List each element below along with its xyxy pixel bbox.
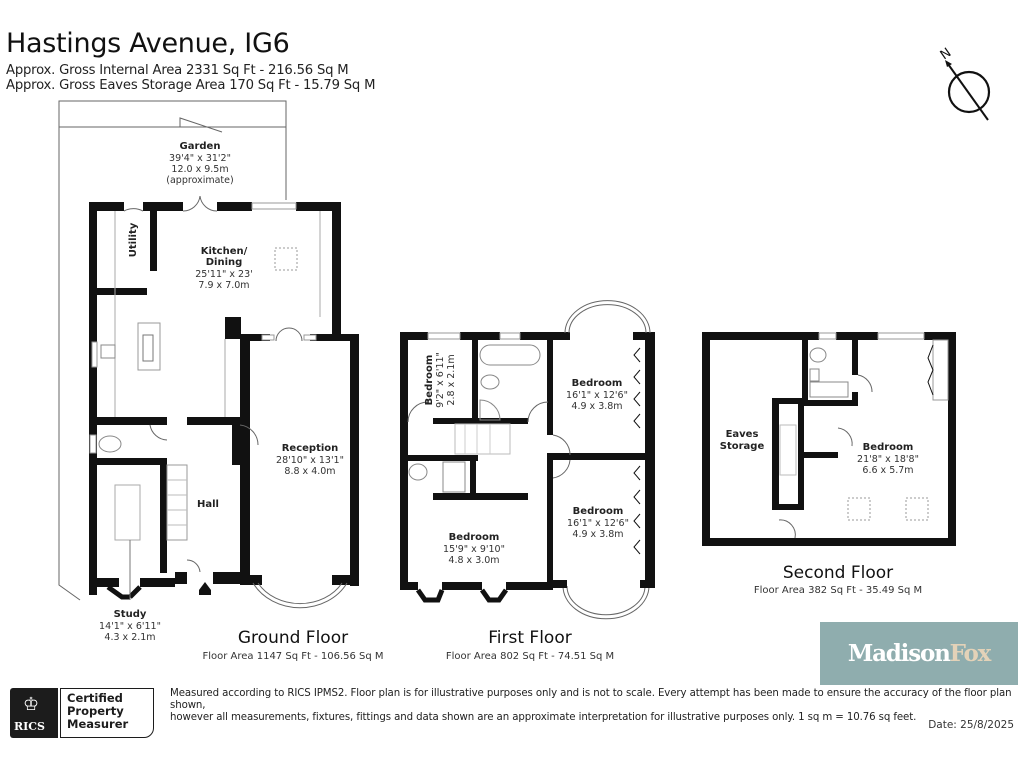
- first-floor-plan: [400, 300, 655, 620]
- badge-line1: Certified: [67, 691, 123, 705]
- madison-fox-logo: MadisonFox: [820, 622, 1018, 685]
- rics-lion-icon: ♔: [23, 694, 40, 715]
- north-arrow-icon: N: [938, 45, 991, 121]
- disclaimer-line2: however all measurements, fixtures, fitt…: [170, 712, 917, 723]
- hall-label: Hall: [197, 499, 219, 510]
- gross-eaves-area: Approx. Gross Eaves Storage Area 170 Sq …: [6, 78, 376, 93]
- eaves-label-1: Eaves: [726, 429, 759, 440]
- badge-line3: Measurer: [67, 717, 129, 731]
- rics-certified-badge: ♔ RICS Certified Property Measurer: [10, 688, 154, 738]
- ground-floor-title: Ground Floor: [237, 628, 349, 648]
- kitchen-label-1: Kitchen/: [201, 246, 248, 257]
- bedroom-front-left-dim-imperial: 15'9" x 9'10": [443, 544, 505, 555]
- reception-dim-metric: 8.8 x 4.0m: [284, 466, 335, 477]
- disclaimer-line1: Measured according to RICS IPMS2. Floor …: [170, 688, 1012, 711]
- bedroom-rear-dim-metric: 4.9 x 3.8m: [571, 401, 622, 412]
- eaves-label-2: Storage: [720, 441, 765, 452]
- kitchen-dim-metric: 7.9 x 7.0m: [198, 280, 249, 291]
- utility-label: Utility: [128, 222, 139, 257]
- brand-part2: Fox: [949, 640, 992, 667]
- bedroom-front-left-label: Bedroom: [449, 532, 500, 543]
- kitchen-dim-imperial: 25'11" x 23': [195, 269, 253, 280]
- second-floor-title: Second Floor: [782, 563, 894, 583]
- property-title: Hastings Avenue, IG6: [6, 28, 290, 59]
- bedroom-rear-dim-imperial: 16'1" x 12'6": [566, 390, 628, 401]
- garden-label: Garden: [180, 141, 221, 152]
- bedroom-small-label: Bedroom: [424, 355, 435, 406]
- ground-floor-plan: [58, 100, 359, 609]
- kitchen-label-2: Dining: [206, 257, 243, 268]
- study-dim-metric: 4.3 x 2.1m: [104, 632, 155, 643]
- rics-org: RICS: [14, 720, 45, 733]
- bedroom-rear-label: Bedroom: [572, 378, 623, 389]
- study-label: Study: [114, 609, 147, 620]
- second-floor-area: Floor Area 382 Sq Ft - 35.49 Sq M: [753, 585, 923, 596]
- badge-line2: Property: [67, 704, 124, 718]
- first-floor-title: First Floor: [488, 628, 572, 648]
- second-bedroom-dim-metric: 6.6 x 5.7m: [862, 465, 913, 476]
- garden-note: (approximate): [166, 175, 233, 186]
- plan-date: Date: 25/8/2025: [928, 719, 1014, 731]
- bedroom-front-right-dim-imperial: 16'1" x 12'6": [567, 518, 629, 529]
- ground-floor-area: Floor Area 1147 Sq Ft - 106.56 Sq M: [202, 651, 384, 662]
- reception-label: Reception: [282, 443, 339, 454]
- second-bedroom-dim-imperial: 21'8" x 18'8": [857, 454, 919, 465]
- bedroom-front-left-dim-metric: 4.8 x 3.0m: [448, 555, 499, 566]
- brand-part1: Madison: [847, 640, 951, 667]
- bedroom-small-dim-metric: 2.8 x 2.1m: [446, 354, 457, 405]
- north-label: N: [938, 45, 955, 63]
- second-bedroom-label: Bedroom: [863, 442, 914, 453]
- gross-internal-area: Approx. Gross Internal Area 2331 Sq Ft -…: [6, 63, 349, 78]
- disclaimer: Measured according to RICS IPMS2. Floor …: [170, 688, 1020, 724]
- bedroom-front-right-dim-metric: 4.9 x 3.8m: [572, 529, 623, 540]
- first-floor-area: Floor Area 802 Sq Ft - 74.51 Sq M: [445, 651, 615, 662]
- garden-dim-imperial: 39'4" x 31'2": [169, 153, 231, 164]
- study-dim-imperial: 14'1" x 6'11": [99, 621, 161, 632]
- second-floor-plan: [702, 332, 956, 546]
- bedroom-front-right-label: Bedroom: [573, 506, 624, 517]
- garden-dim-metric: 12.0 x 9.5m: [171, 164, 228, 175]
- bedroom-small-dim-imperial: 9'2" x 6'11": [435, 352, 446, 408]
- reception-dim-imperial: 28'10" x 13'1": [276, 455, 344, 466]
- rics-logo: ♔ RICS: [10, 688, 58, 738]
- rics-certified-text: Certified Property Measurer: [60, 688, 154, 738]
